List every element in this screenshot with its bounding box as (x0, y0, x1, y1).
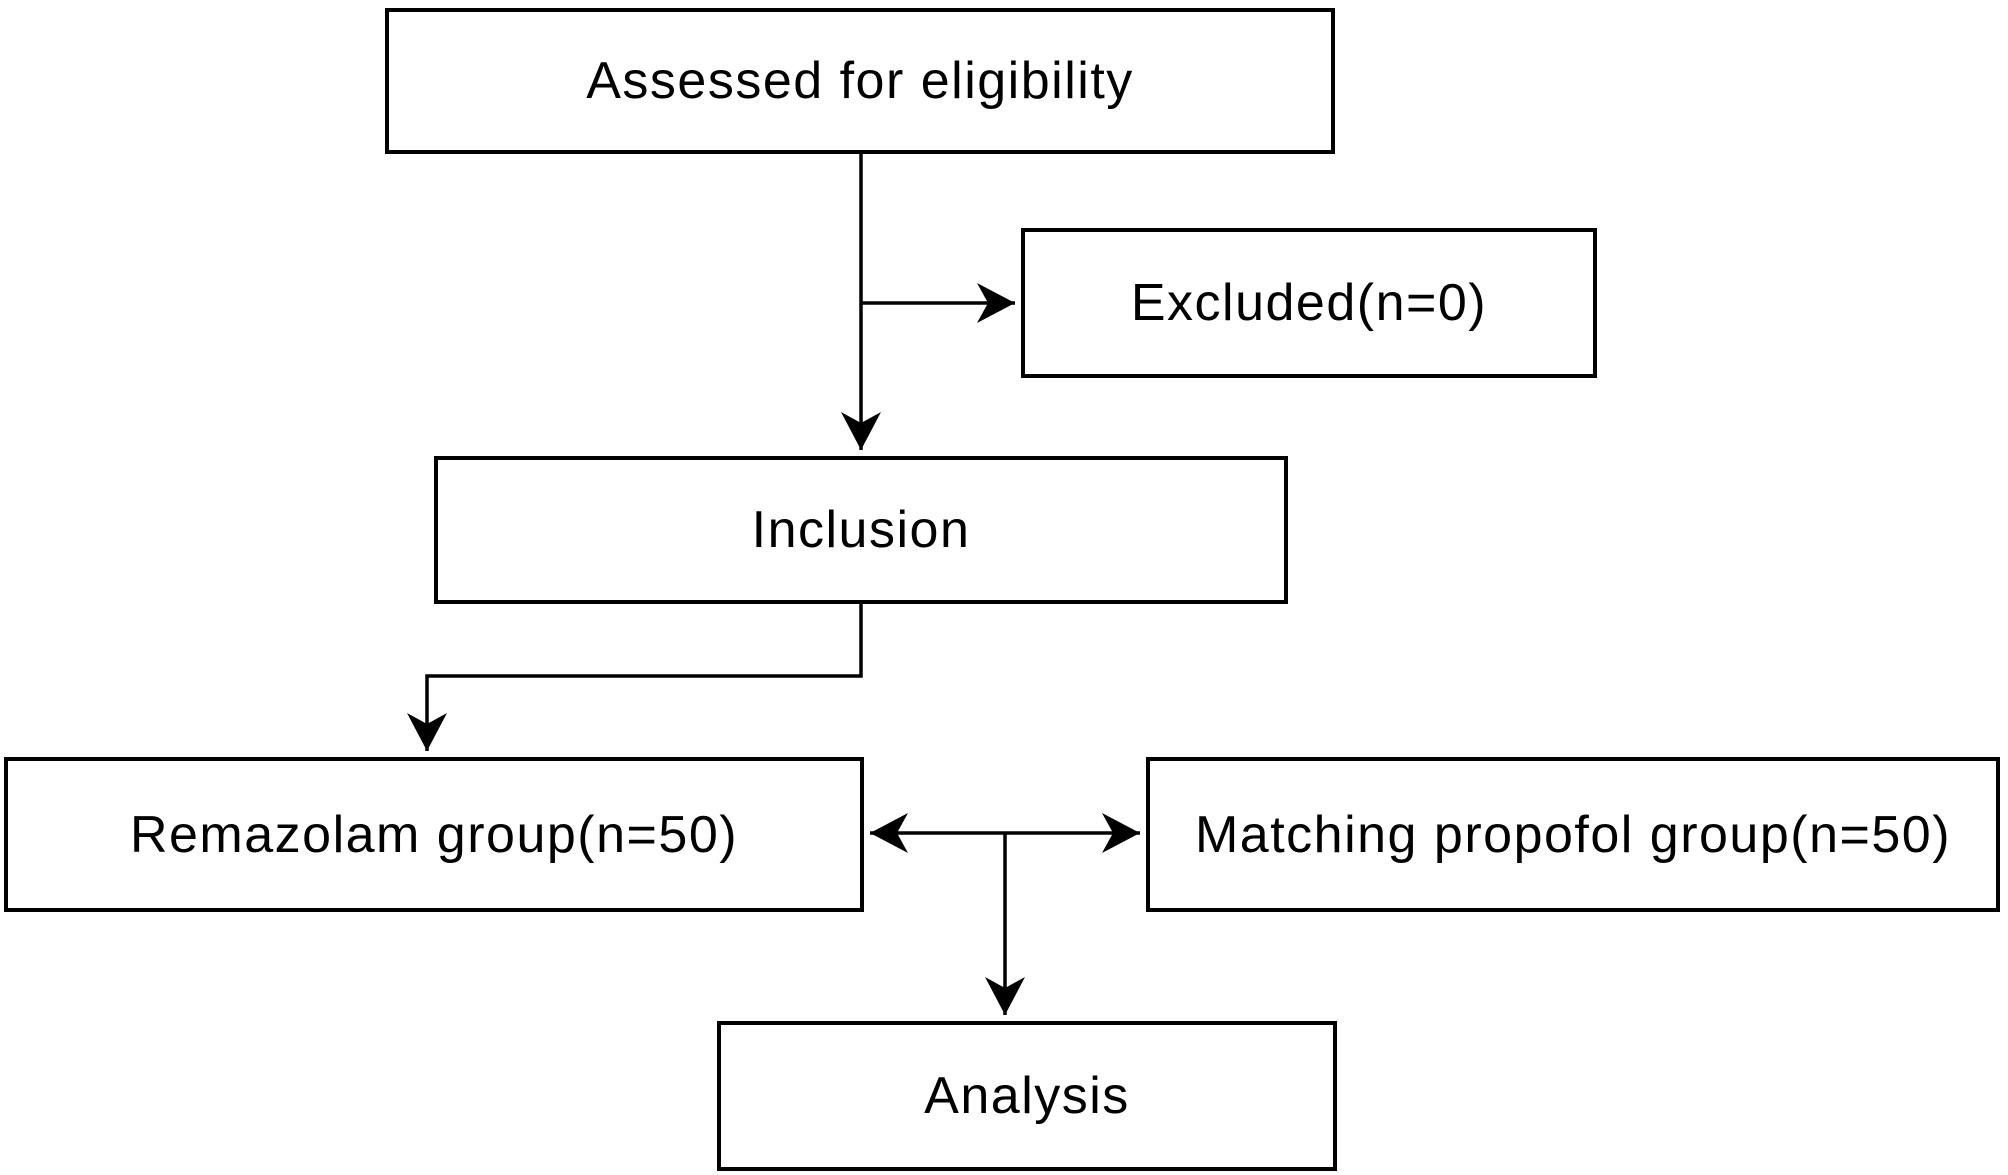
node-inclusion-label: Inclusion (751, 501, 971, 559)
node-assessed-label: Assessed for eligibility (586, 52, 1134, 110)
node-inclusion: Inclusion (434, 456, 1288, 604)
node-propofol-label: Matching propofol group(n=50) (1194, 805, 1952, 864)
node-remazolam-group: Remazolam group(n=50) (4, 757, 864, 912)
node-analysis-label: Analysis (924, 1067, 1130, 1125)
arrow-inclusion-to-remazolam (407, 604, 863, 751)
node-remazolam-label: Remazolam group(n=50) (129, 805, 739, 864)
node-excluded-label: Excluded(n=0) (1130, 274, 1488, 332)
node-assessed-for-eligibility: Assessed for eligibility (385, 8, 1335, 154)
node-analysis: Analysis (717, 1021, 1337, 1171)
node-matching-propofol-group: Matching propofol group(n=50) (1146, 757, 2000, 912)
node-excluded: Excluded(n=0) (1021, 228, 1597, 378)
